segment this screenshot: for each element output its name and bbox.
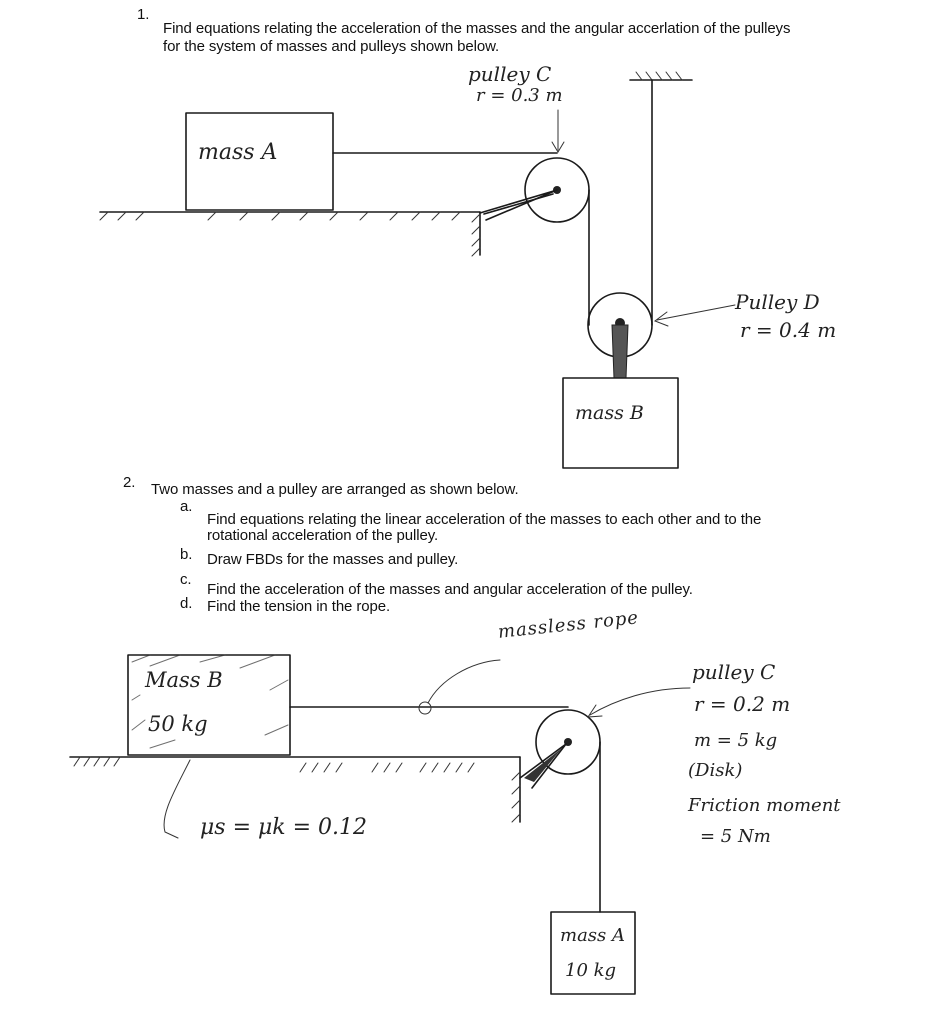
p2-pulley-bracket xyxy=(519,743,567,789)
p2-friction-pointer xyxy=(163,759,191,839)
p2-mass-b-label: Mass B xyxy=(145,668,223,692)
p2-mass-b-shading xyxy=(131,654,289,749)
problem-2-part-a-text-cont: rotational acceleration of the pulley. xyxy=(207,527,439,544)
p2-mass-b-value: 50 kg xyxy=(148,712,208,736)
p2-pulley-name: pulley C xyxy=(692,660,776,684)
ground-hatching xyxy=(99,211,461,221)
problem-1-text-line2: for the system of masses and pulleys sho… xyxy=(163,38,500,55)
problem-2-part-c-letter: c. xyxy=(180,571,192,588)
p1-pulley-c-radius: r = 0.3 m xyxy=(476,85,563,106)
p2-pulley-radius: r = 0.2 m xyxy=(694,692,791,716)
p2-friction-value: = 5 Nm xyxy=(700,826,771,847)
p2-mass-a-label: mass A xyxy=(560,925,625,946)
problem-2-part-b-text: Draw FBDs for the masses and pulley. xyxy=(207,551,459,568)
p1-mass-b-label: mass B xyxy=(575,402,644,424)
problem-2-part-a-text: Find equations relating the linear accel… xyxy=(207,511,762,528)
problem-2-part-a-letter: a. xyxy=(180,498,193,515)
problem-2-part-d-text: Find the tension in the rope. xyxy=(207,598,391,615)
problem-2-number: 2. xyxy=(123,474,136,491)
problem-1-text-line1: Find equations relating the acceleration… xyxy=(163,20,791,37)
p2-mass-a-value: 10 kg xyxy=(565,960,617,981)
p2-ground-hatching xyxy=(73,756,475,773)
problem-2-intro: Two masses and a pulley are arranged as … xyxy=(151,481,519,498)
p2-mass-a-block xyxy=(550,911,636,995)
p1-mass-b-block xyxy=(562,377,679,469)
p1-mass-a-label: mass A xyxy=(198,140,278,165)
problem-1-number: 1. xyxy=(137,6,150,23)
p2-mass-b-block xyxy=(127,654,291,756)
p2-pulley-type: (Disk) xyxy=(688,760,743,781)
p1-pulley-d-radius: r = 0.4 m xyxy=(740,318,837,342)
p1-pulley-c-name: pulley C xyxy=(468,62,552,86)
problem-2-part-c-text: Find the acceleration of the masses and … xyxy=(207,581,693,598)
p2-friction-label: Friction moment xyxy=(688,795,841,816)
problem-2-part-b-letter: b. xyxy=(180,546,193,563)
p1-pulley-d-name: Pulley D xyxy=(735,290,820,314)
problem-2-part-d-letter: d. xyxy=(180,595,193,612)
p2-friction-coeff: μs = μk = 0.12 xyxy=(200,815,368,840)
p1-mass-a-block xyxy=(185,112,334,211)
p1-pulley-c-bracket xyxy=(479,189,558,221)
p2-pulley-mass: m = 5 kg xyxy=(694,730,778,751)
